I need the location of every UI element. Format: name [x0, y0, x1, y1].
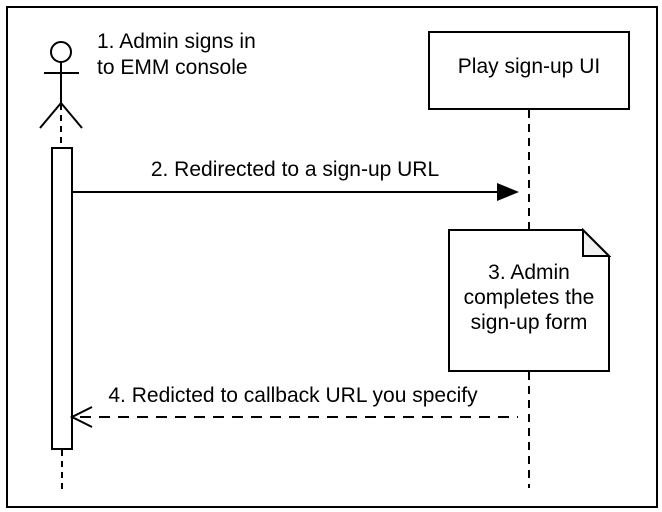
note-folded-corner-icon — [582, 227, 612, 257]
message-4-open-arrowhead-icon — [69, 406, 93, 428]
message-4-label: 4. Redicted to callback URL you specify — [108, 384, 478, 407]
note-label-line1: 3. Admin — [488, 261, 570, 284]
message-2-arrowhead-icon — [497, 183, 519, 201]
message-2-label: 2. Redirected to a sign-up URL — [150, 158, 440, 181]
note-label-line3: sign-up form — [470, 311, 588, 334]
message-arrow-4 — [69, 406, 518, 428]
actor-head — [50, 41, 72, 63]
participant-label: Play sign-up UI — [457, 55, 601, 78]
actor-label-line1: 1. Admin signs in — [97, 30, 256, 53]
actor-right-leg — [60, 102, 83, 129]
actor-left-leg — [39, 102, 62, 129]
note-label-line2: completes the — [463, 286, 595, 309]
actor-label-line2: to EMM console — [97, 56, 248, 79]
note-label: 3. Admin completes the sign-up form — [449, 260, 609, 335]
participant-box — [428, 31, 630, 110]
stick-figure-actor-icon — [39, 41, 83, 129]
note-shape — [448, 227, 612, 372]
message-arrow-2 — [72, 183, 519, 201]
note-body — [448, 229, 610, 372]
diagram-border — [6, 6, 658, 508]
activation-bar — [51, 147, 73, 450]
actor-label: 1. Admin signs in to EMM console — [97, 29, 256, 81]
